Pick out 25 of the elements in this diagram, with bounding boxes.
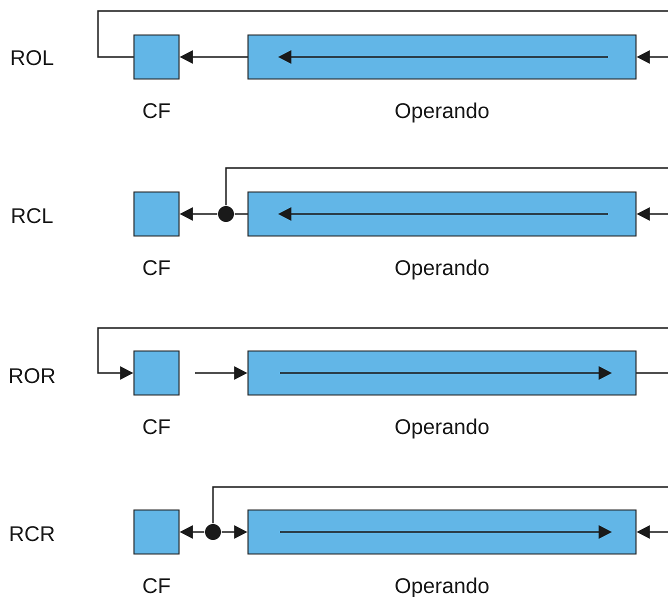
arrow: [97, 10, 668, 64]
junction-dot: [218, 206, 234, 222]
node-label: Operando: [396, 418, 489, 438]
register-box: Operando: [247, 34, 637, 122]
node-label: Operando: [396, 260, 489, 280]
flag-box: CF: [133, 509, 180, 594]
register-box: Operando: [247, 350, 637, 438]
row-label: RCR: [10, 526, 54, 542]
node-label: CF: [143, 103, 170, 118]
node-label: Operando: [396, 102, 489, 122]
flag-box: CF: [133, 34, 180, 118]
node-label: Operando: [396, 578, 489, 597]
junction-dot: [205, 524, 221, 540]
arrow: [212, 486, 668, 539]
register-box: Operando: [247, 191, 637, 280]
node-label: CF: [143, 578, 170, 594]
flag-box: CF: [133, 350, 180, 434]
arrow: [225, 167, 668, 221]
row-label: ROR: [10, 368, 55, 384]
register-box: Operando: [247, 509, 637, 597]
row-label: RCL: [12, 208, 53, 224]
flag-box: CF: [133, 191, 180, 276]
node-label: CF: [143, 419, 170, 434]
row-label: ROL: [12, 50, 54, 66]
node-label: CF: [143, 260, 170, 276]
